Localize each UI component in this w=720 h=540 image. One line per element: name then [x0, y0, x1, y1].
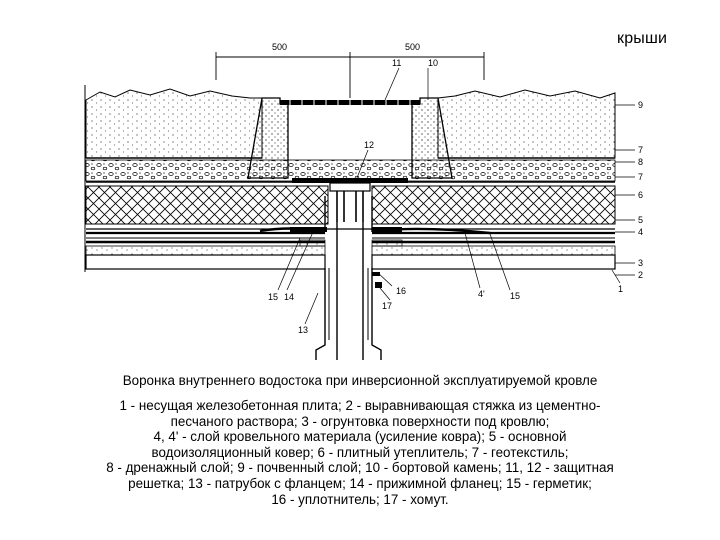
callout-label: 15: [268, 292, 278, 302]
callout-label: 1: [618, 284, 623, 294]
legend-line: водоизоляционный ковер; 6 - плитный утеп…: [151, 444, 569, 460]
callout-label: 6: [638, 190, 643, 200]
roof-drain-section-drawing: 500 500: [84, 42, 643, 360]
figure-caption: Воронка внутреннего водостока при инверс…: [122, 373, 598, 388]
soil-layer: [85, 88, 263, 159]
sealant: [371, 239, 403, 247]
soil-layer: [437, 89, 616, 159]
slab-layer: [85, 254, 326, 270]
callout-label: 11: [392, 58, 401, 68]
pipe-clamp: [375, 282, 382, 288]
dimension-label-right: 500: [405, 42, 420, 52]
leader-lines: [277, 67, 635, 325]
legend-line: 1 - несущая железобетонная плита; 2 - вы…: [119, 398, 601, 413]
callout-label: 5: [638, 215, 643, 225]
callout-label: 16: [396, 286, 406, 296]
waterproofing-layers: [86, 227, 615, 244]
callout-label: 9: [638, 100, 643, 110]
drainage-layer: [85, 159, 616, 182]
callout-label: 12: [364, 140, 374, 150]
screed-layer: [85, 245, 326, 256]
protective-grate-bottom: [292, 178, 408, 183]
legend-line: песчаного раствора; 3 - огрунтовка повер…: [170, 413, 550, 429]
dimension-line: [215, 52, 485, 98]
callout-label: 2: [638, 270, 643, 280]
pipe-seal: [372, 272, 380, 276]
insulation-layer: [85, 185, 329, 225]
clamping-flange: [372, 227, 402, 232]
page-heading: крыши: [617, 30, 668, 47]
callout-label: 8: [638, 157, 643, 167]
sealant: [299, 239, 326, 247]
callout-label: 13: [298, 325, 308, 335]
legend-line: 16 - уплотнитель; 17 - хомут.: [271, 491, 449, 507]
drain-grate: [336, 191, 364, 222]
callout-label: 15: [510, 291, 520, 301]
callout-label: 10: [428, 58, 438, 68]
dimension-label-left: 500: [272, 42, 287, 52]
insulation-layer: [371, 185, 616, 225]
legend-line: 4, 4' - слой кровельного материала (усил…: [153, 429, 567, 445]
drain-grate: [329, 182, 371, 192]
legend-line: 8 - дренажный слой; 9 - почвенный слой; …: [106, 460, 614, 476]
callout-label: 17: [382, 301, 392, 311]
callout-label: 3: [638, 258, 643, 268]
callout-label: 14: [284, 292, 294, 302]
slab-layer: [371, 254, 616, 270]
figure-legend: 1 - несущая железобетонная плита; 2 - вы…: [20, 398, 700, 507]
drain-pipe: [315, 196, 382, 360]
callout-label: 4: [638, 227, 643, 237]
clamping-flange: [290, 227, 327, 232]
callout-label: 7: [638, 172, 643, 182]
screed-layer: [371, 245, 616, 256]
curb-stone: [247, 97, 289, 179]
callout-label: 4': [478, 289, 485, 299]
legend-line: решетка; 13 - патрубок с фланцем; 14 - п…: [128, 475, 592, 491]
protective-grate-top: [289, 100, 411, 105]
callout-label: 7: [638, 145, 643, 155]
